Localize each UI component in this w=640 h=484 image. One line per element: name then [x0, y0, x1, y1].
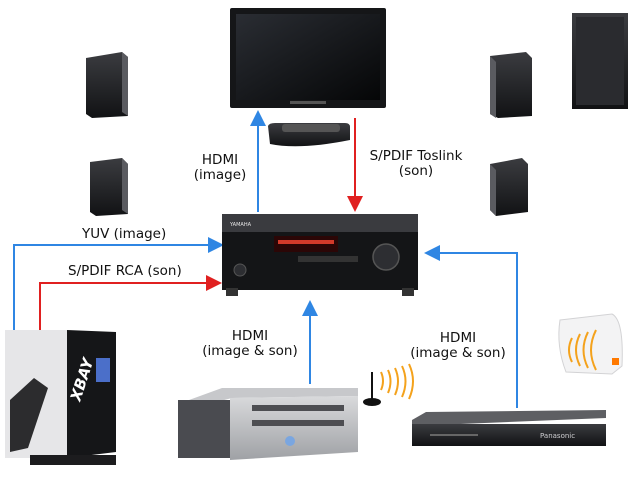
label-tv-hdmi-line1: HDMI	[201, 152, 239, 168]
label-yuv: YUV (image)	[82, 226, 167, 242]
subwoofer	[572, 13, 628, 109]
label-pc-hdmi-line1: HDMI	[231, 328, 269, 344]
label-spdif-toslink-line1: S/PDIF Toslink	[369, 148, 463, 164]
connection-spdif-rca	[39, 275, 222, 330]
connection-spdif-toslink	[347, 118, 363, 212]
label-pc-hdmi-line2: (image & son)	[202, 343, 298, 359]
wifi-router	[558, 313, 623, 375]
label-bluray-hdmi-line2: (image & son)	[410, 345, 506, 361]
bluray-player	[412, 410, 606, 446]
label-spdif-toslink-line2: (son)	[398, 163, 434, 179]
television	[230, 8, 386, 108]
connection-bluray-hdmi	[424, 245, 518, 408]
bluray-brand-label: Panasonic	[540, 432, 575, 440]
receiver-brand-label: YAMAHA	[229, 222, 252, 228]
connection-yuv	[13, 237, 224, 330]
label-tv-hdmi: HDMI (image)	[190, 153, 250, 183]
wifi-antenna	[363, 363, 414, 406]
speaker-rear-left	[90, 158, 128, 216]
av-receiver	[222, 214, 418, 296]
label-tv-hdmi-line2: (image)	[193, 167, 247, 183]
pc-tower	[178, 388, 358, 460]
speaker-front-left	[86, 52, 128, 118]
connection-tv-hdmi	[250, 110, 266, 212]
xbay-media-player	[5, 330, 116, 465]
label-pc-hdmi: HDMI (image & son)	[200, 329, 300, 359]
connection-pc-hdmi	[302, 300, 318, 384]
speaker-rear-right	[490, 158, 528, 216]
speaker-front-right	[490, 52, 532, 118]
label-spdif-toslink: S/PDIF Toslink (son)	[362, 149, 470, 179]
center-speaker	[268, 123, 350, 147]
label-bluray-hdmi: HDMI (image & son)	[406, 331, 510, 361]
label-spdif-rca: S/PDIF RCA (son)	[68, 263, 182, 279]
label-bluray-hdmi-line1: HDMI	[439, 330, 477, 346]
